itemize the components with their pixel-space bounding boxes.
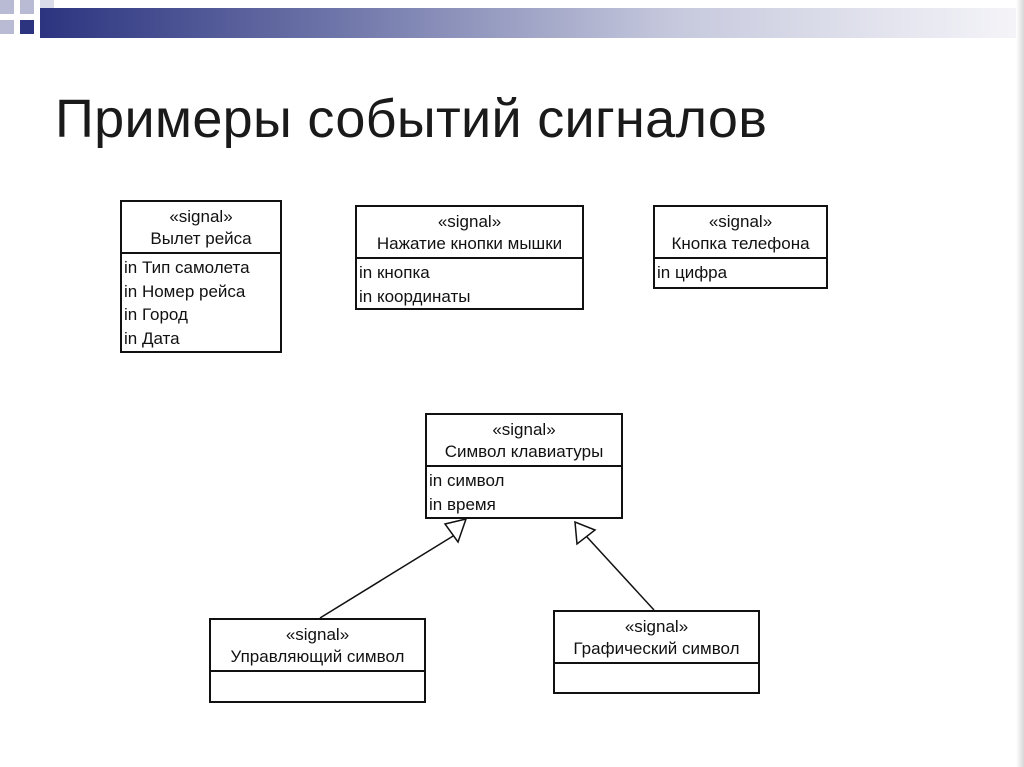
signal-attributes: in Тип самолета in Номер рейса in Город …: [122, 254, 280, 352]
header-decoration: [0, 0, 1016, 40]
signal-name: Нажатие кнопки мышки: [376, 234, 563, 253]
signal-attributes: [211, 672, 424, 676]
signal-stereotype: «signal»: [624, 617, 689, 636]
signal-stereotype: «signal»: [437, 212, 502, 231]
signal-name: Кнопка телефона: [671, 234, 810, 253]
signal-attribute: in координаты: [359, 286, 471, 306]
slide-shadow-edge: [1016, 0, 1024, 767]
signal-box-graphic-symbol: «signal» Графический символ: [553, 610, 760, 694]
signal-header: «signal» Управляющий символ: [211, 620, 424, 672]
signal-stereotype: «signal»: [708, 212, 773, 231]
slide-title: Примеры событий сигналов: [55, 89, 768, 149]
generalization-arrowhead-control: [443, 517, 468, 544]
signal-box-control-symbol: «signal» Управляющий символ: [209, 618, 426, 703]
signal-box-flight-departure: «signal» Вылет рейса in Тип самолета in …: [120, 200, 282, 353]
signal-name: Символ клавиатуры: [444, 442, 604, 461]
signal-stereotype: «signal»: [169, 207, 233, 226]
signal-attribute: in кнопка: [359, 263, 430, 282]
signal-attributes: in символ in время: [427, 467, 621, 518]
signal-header: «signal» Нажатие кнопки мышки: [357, 207, 582, 259]
signal-stereotype: «signal»: [285, 625, 350, 644]
signal-box-mouse-click: «signal» Нажатие кнопки мышки in кнопка …: [355, 205, 584, 310]
decor-square: [20, 20, 34, 34]
signal-attribute: in Дата: [124, 328, 180, 348]
signal-header: «signal» Кнопка телефона: [655, 207, 826, 259]
generalization-line-control: [319, 532, 459, 619]
signal-attribute: in Город: [124, 305, 188, 324]
signal-attributes: in кнопка in координаты: [357, 259, 582, 310]
signal-attribute: in время: [429, 494, 496, 514]
signal-attribute: in символ: [429, 471, 505, 490]
signal-name: Управляющий символ: [230, 647, 405, 666]
signal-name: Вылет рейса: [150, 229, 252, 248]
signal-attribute: in Тип самолета: [124, 258, 250, 277]
decor-square: [0, 20, 14, 34]
signal-attributes: [555, 664, 758, 668]
signal-stereotype: «signal»: [492, 420, 556, 439]
signal-attribute: in цифра: [657, 263, 728, 282]
signal-header: «signal» Графический символ: [555, 612, 758, 664]
decor-square: [0, 0, 14, 14]
signal-attribute: in Номер рейса: [124, 281, 246, 301]
signal-name: Графический символ: [573, 639, 740, 658]
header-gradient-bar: [40, 8, 1016, 38]
generalization-arrowhead-graphic: [574, 520, 597, 546]
signal-attributes: in цифра: [655, 259, 826, 287]
signal-box-keyboard-symbol: «signal» Символ клавиатуры in символ in …: [425, 413, 623, 519]
signal-header: «signal» Символ клавиатуры: [427, 415, 621, 467]
signal-box-phone-button: «signal» Кнопка телефона in цифра: [653, 205, 828, 289]
generalization-line-graphic: [586, 536, 655, 611]
decor-square: [20, 0, 34, 14]
decor-square: [40, 0, 54, 8]
signal-header: «signal» Вылет рейса: [122, 202, 280, 254]
